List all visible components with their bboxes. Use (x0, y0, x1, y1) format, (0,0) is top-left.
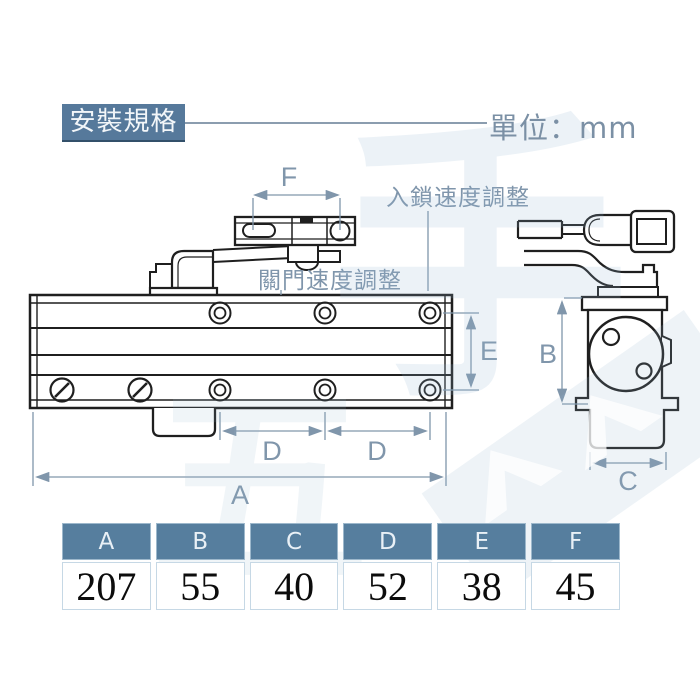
dimension-b: B (539, 297, 588, 405)
spec-value-cell: 40 (249, 562, 339, 610)
cylinder-circle (587, 315, 665, 393)
dimension-f: F (252, 162, 341, 230)
dim-label-b: B (539, 339, 557, 369)
dimension-d1: D (219, 412, 326, 466)
slotted-screw (127, 377, 153, 403)
section-title-badge: 安裝規格 (62, 104, 185, 142)
dim-label-a: A (231, 480, 249, 510)
spec-value-cell: 207 (62, 562, 151, 610)
bottom-tab (151, 408, 217, 438)
spec-header-cell: C (249, 523, 339, 560)
closer-body-rail (28, 293, 454, 410)
side-tab (661, 335, 672, 368)
spec-value-cell: 38 (437, 562, 527, 610)
dimension-d2: D (327, 412, 431, 466)
title-connector-line (185, 122, 487, 124)
spec-header-cell: B (155, 523, 245, 560)
unit-label: 單位：mm (489, 111, 638, 145)
spec-column: B 55 (155, 523, 245, 610)
front-view-body (28, 215, 454, 438)
spec-value-cell: 52 (343, 562, 433, 610)
screw-hole (418, 301, 442, 325)
dimension-c: C (589, 452, 667, 496)
speed-valves (287, 244, 341, 271)
dim-label-d: D (367, 436, 387, 466)
arm-bracket (233, 215, 357, 247)
screw-hole (313, 378, 337, 402)
side-view (516, 209, 680, 450)
side-body (574, 286, 680, 450)
side-arm-assembly (516, 209, 676, 288)
dim-label-c: C (618, 466, 638, 496)
arm-and-foot (148, 245, 293, 298)
spec-value-cell: 45 (531, 562, 620, 610)
screw-holes-bottom (49, 377, 442, 403)
annotation-latch-speed: 入鎖速度調整 (386, 185, 530, 211)
slotted-screw (49, 377, 75, 403)
spec-column: A 207 (62, 523, 151, 610)
spec-column: F 45 (531, 523, 620, 610)
spec-header-cell: A (62, 523, 151, 560)
spec-value-cell: 55 (155, 562, 245, 610)
screw-hole (418, 378, 442, 402)
spec-header-cell: D (343, 523, 433, 560)
dim-label-f: F (281, 162, 298, 192)
screw-hole (208, 378, 232, 402)
spec-column: D 52 (343, 523, 433, 610)
spec-table: A 207 B 55 C 40 D 52 E 38 F 45 (62, 523, 620, 610)
spec-column: E 38 (437, 523, 527, 610)
screw-hole (313, 301, 337, 325)
dimension-e: E (443, 312, 498, 391)
spec-column: C 40 (249, 523, 339, 610)
dim-label-d: D (262, 436, 282, 466)
spec-header-cell: F (531, 523, 620, 560)
dim-label-e: E (480, 336, 498, 366)
spec-header-cell: E (437, 523, 527, 560)
annotation-closing-speed: 關門速度調整 (258, 268, 402, 294)
screw-holes-top (208, 301, 442, 325)
annotations: 入鎖速度調整 關門速度調整 (258, 185, 530, 295)
screw-hole (208, 301, 232, 325)
